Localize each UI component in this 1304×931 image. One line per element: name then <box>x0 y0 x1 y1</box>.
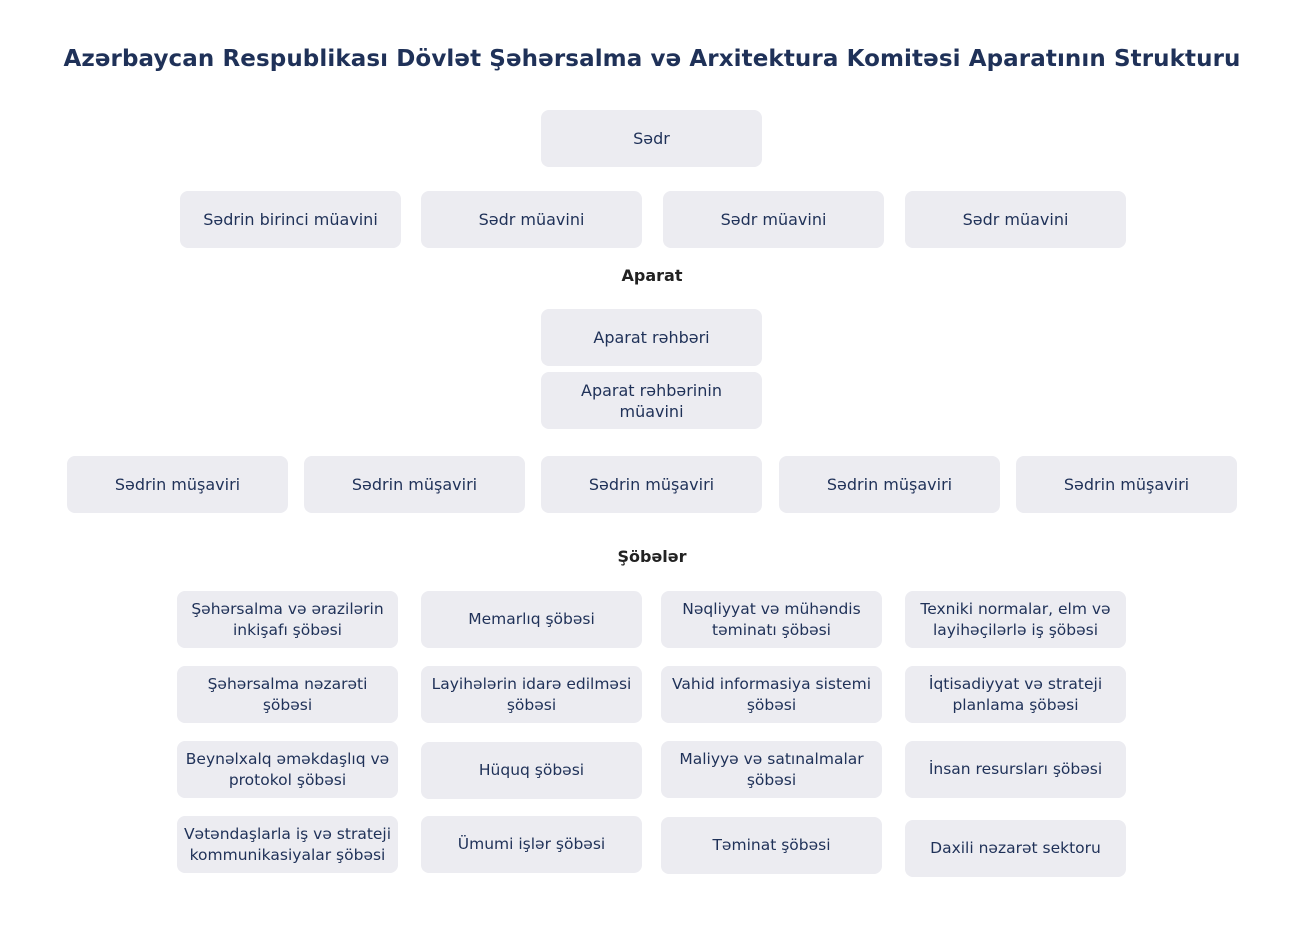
department-box: Vətəndaşlarla iş və strateji kommunikasi… <box>177 816 398 873</box>
department-box: İqtisadiyyat və strateji planlama şöbəsi <box>905 666 1126 723</box>
deputy-box: Sədrin birinci müavini <box>180 191 401 248</box>
advisor-box: Sədrin müşaviri <box>67 456 288 513</box>
advisor-box: Sədrin müşaviri <box>541 456 762 513</box>
aparat-section-label: Aparat <box>621 266 683 285</box>
department-box: Vahid informasiya sistemi şöbəsi <box>661 666 882 723</box>
department-box: Layihələrin idarə edilməsi şöbəsi <box>421 666 642 723</box>
department-box: Hüquq şöbəsi <box>421 742 642 799</box>
department-box: Ümumi işlər şöbəsi <box>421 816 642 873</box>
aparat-head-box: Aparat rəhbəri <box>541 309 762 366</box>
department-box: Şəhərsalma nəzarəti şöbəsi <box>177 666 398 723</box>
advisor-box: Sədrin müşaviri <box>1016 456 1237 513</box>
department-box: Texniki normalar, elm və layihəçilərlə i… <box>905 591 1126 648</box>
chairman-box: Sədr <box>541 110 762 167</box>
deputy-box: Sədr müavini <box>421 191 642 248</box>
department-box: Təminat şöbəsi <box>661 817 882 874</box>
advisor-box: Sədrin müşaviri <box>304 456 525 513</box>
departments-section-label: Şöbələr <box>617 547 687 566</box>
deputy-box: Sədr müavini <box>905 191 1126 248</box>
department-box: Maliyyə və satınalmalar şöbəsi <box>661 741 882 798</box>
department-box: Şəhərsalma və ərazilərin inkişafı şöbəsi <box>177 591 398 648</box>
department-box: Daxili nəzarət sektoru <box>905 820 1126 877</box>
department-box: Memarlıq şöbəsi <box>421 591 642 648</box>
department-box: Nəqliyyat və mühəndis təminatı şöbəsi <box>661 591 882 648</box>
advisor-box: Sədrin müşaviri <box>779 456 1000 513</box>
department-box: Beynəlxalq əməkdaşlıq və protokol şöbəsi <box>177 741 398 798</box>
deputy-box: Sədr müavini <box>663 191 884 248</box>
department-box: İnsan resursları şöbəsi <box>905 741 1126 798</box>
aparat-deputy-box: Aparat rəhbərinin müavini <box>541 372 762 429</box>
chart-title: Azərbaycan Respublikası Dövlət Şəhərsalm… <box>63 46 1241 72</box>
